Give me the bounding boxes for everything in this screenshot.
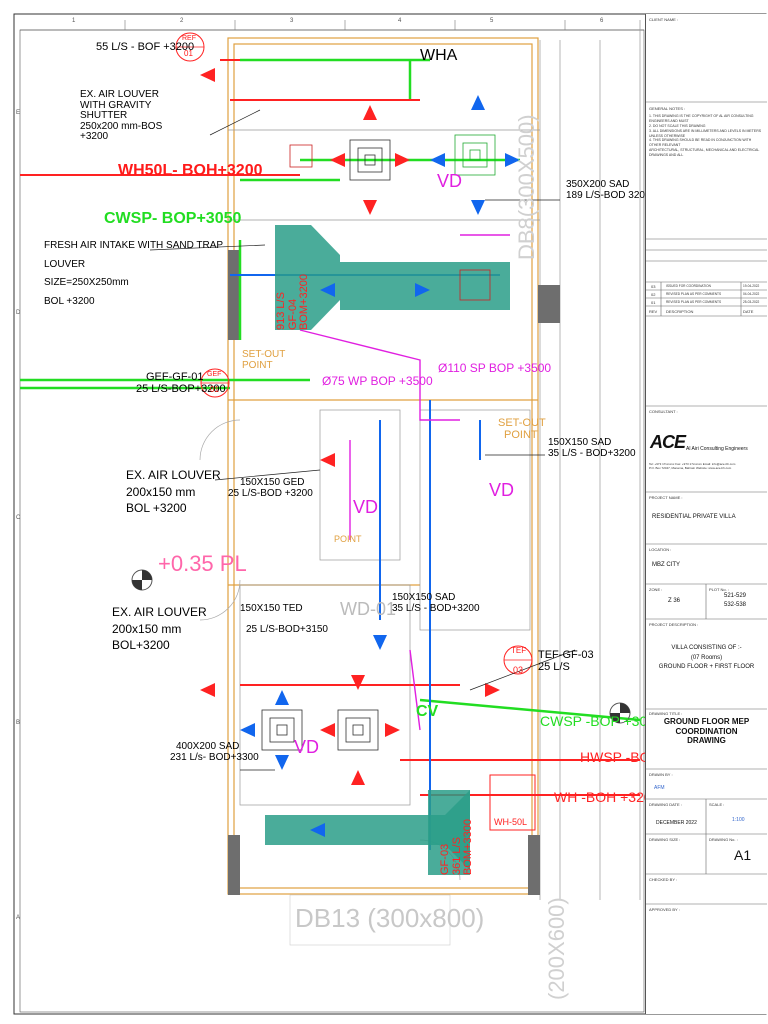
rev-header-desc: DESCRIPTION [666,309,694,314]
label-db-vert-top: DB8(300X500) [514,114,539,260]
client-label: CLIENT NAME : [649,17,679,22]
label-wd01: WD-01 [340,599,397,619]
approved-label: APPROVED BY : [649,907,680,912]
company-name: Al Airi Consulting Engineers [686,446,748,452]
grid-col-6: 6 [600,18,604,24]
rev-1-date: 19-04-2022 [743,284,760,288]
rev-1-desc: ISSUED FOR COORDINATION [666,284,711,288]
drawn-by: AFM [654,785,665,791]
plot-label: PLOT No. : [709,587,729,592]
tef-tag: TEF [511,646,527,655]
rev-2-num: 02 [651,292,656,297]
grid-row-b: B [16,720,21,726]
label-wha: WHA [420,47,458,64]
desc-label: PROJECT DESCRIPTION : [649,622,699,627]
label-db-vert-bottom: (200X600) [544,897,569,1000]
project-label: PROJECT NAME : [649,495,683,500]
zone: Z 36 [668,598,681,604]
label-wh50l: WH50L- BOH+3200 [118,162,263,179]
zone-label: ZONE : [649,587,663,592]
drawn-label: DRAWN BY : [649,772,673,777]
label-db13: DB13 (300x800) [295,903,485,933]
rev-header-rev: REV [649,309,658,314]
grid-col-3: 3 [290,18,294,24]
size-label: DRAWING SIZE : [649,837,681,842]
tef-tag-num: 03 [513,665,524,675]
notes-label: GENERAL NOTES : [649,106,686,111]
grid-col-4: 4 [398,18,402,24]
rev-3-num: 01 [651,300,656,305]
consultant-label: CONSULTANT : [649,409,678,414]
rev-3-date: 25-03-2022 [743,300,760,304]
label-vd-top: VD [437,171,463,191]
label-cv: CV [416,703,439,720]
grid-row-d: D [16,310,21,316]
drawing-title-label: DRAWING TITLE : [649,711,683,716]
label-vd-bottom: VD [294,737,320,757]
grid-row-a: A [16,915,21,921]
label-vd-right: VD [489,480,515,500]
project-description: VILLA CONSISTING OF :-(07 Rooms)GROUND F… [658,645,755,671]
location-label: LOCATION : [649,547,672,552]
drawing-size: A1 [734,847,752,863]
rev-1-num: 03 [651,284,656,289]
gef-tag-num: 01 [210,385,219,394]
location: MBZ CITY [652,562,680,568]
project-name: RESIDENTIAL PRIVATE VILLA [652,514,736,520]
rev-header-date: DATE [743,309,754,314]
rev-3-desc: REVISED PLAN AS PER COMMENTS [666,300,722,304]
company-contact: Tel: +973 17xxxxxx Fax: +973 17xxxxxx Em… [649,462,736,471]
label-wp75: Ø75 WP BOP +3500 [322,374,433,388]
date-label: DRAWING DATE : [649,802,682,807]
general-notes: 1. THIS DRAWING IS THE COPYRIGHT OF AL A… [649,114,762,158]
label-sp110: Ø110 SP BOP +3500 [438,361,552,375]
ref-tag-num: 01 [184,49,193,58]
label-cwsp-bottom: CWSP -BOP +3050 [540,713,663,729]
number-label: DRAWING No. : [709,837,738,842]
title-block-lines [646,101,767,905]
grid-col-2: 2 [180,18,184,24]
grid-col-1: 1 [72,18,76,24]
label-cwsp-top: CWSP- BOP+3050 [104,210,242,227]
drawing-date: DECEMBER 2022 [656,820,697,826]
title-block: CLIENT NAME : GENERAL NOTES : 1. THIS DR… [645,14,767,1014]
checked-label: CHECKED BY : [649,877,678,882]
label-point: POINT [334,534,362,544]
rev-2-desc: REVISED PLAN AS PER COMMENTS [666,292,722,296]
drawing-scale: 1:100 [732,817,745,823]
gef-tag: GEF [207,371,222,378]
label-wh50l-box: WH-50L [494,817,528,827]
grid-col-5: 5 [490,18,494,24]
label-vd-mid: VD [353,497,379,517]
scale-label: SCALE : [709,802,725,807]
label-pl-level: +0.35 PL [158,551,247,576]
label-wh-boh: WH -BOH +3200 [554,789,660,805]
company-logo: ACE [650,432,686,452]
label-ref-top: 55 L/S - BOF +3200 [96,41,195,53]
ref-tag: REF [182,35,196,42]
rev-2-date: 04-04-2022 [743,292,760,296]
grid-row-e: E [16,110,21,116]
grid-row-c: C [16,515,21,521]
